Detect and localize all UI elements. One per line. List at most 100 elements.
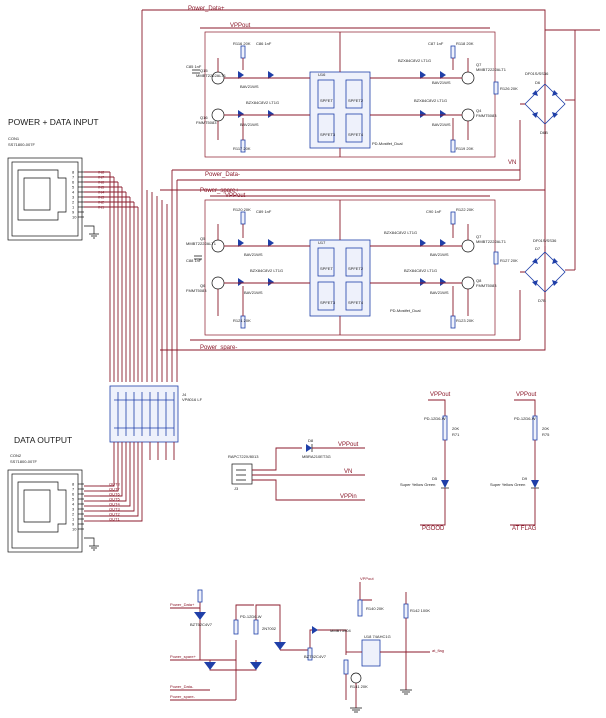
svg-text:C90 1nF: C90 1nF <box>426 209 442 214</box>
svg-text:20K: 20K <box>542 426 549 431</box>
svg-text:FMMT5083: FMMT5083 <box>476 113 497 118</box>
output-net-out3: OUT3 <box>109 507 120 512</box>
svg-text:MMBT2222ALT1: MMBT2222ALT1 <box>476 239 507 244</box>
svg-text:R120 20K: R120 20K <box>233 207 251 212</box>
svg-text:C85 1nF: C85 1nF <box>186 64 202 69</box>
net-power-spare-neg: Power_spare- <box>200 345 237 351</box>
output-net-out1: OUT1 <box>109 517 120 522</box>
svg-text:R116 20K: R116 20K <box>233 41 251 46</box>
con2-pin-8: 8 <box>72 482 75 487</box>
svg-text:Power_Data-: Power_Data- <box>170 684 194 689</box>
con2-pin-1: 1 <box>72 517 75 522</box>
con2-pin-2: 2 <box>72 512 75 517</box>
output-net-out4: OUT4 <box>109 502 120 507</box>
svg-text:MMBT2222ALT1: MMBT2222ALT1 <box>186 241 217 246</box>
net-power-data-neg: Power_Data- <box>205 172 240 178</box>
svg-text:PD-Mostfet_Dual: PD-Mostfet_Dual <box>390 308 421 313</box>
svg-text:BAV21WS: BAV21WS <box>430 252 449 257</box>
svg-text:D7B: D7B <box>538 298 546 303</box>
svg-text:MMBT3904: MMBT3904 <box>330 628 351 633</box>
svg-text:RAPC722X/8013: RAPC722X/8013 <box>228 454 259 459</box>
net-vppout-j3: VPPout <box>338 442 359 448</box>
svg-text:Q7: Q7 <box>476 62 482 67</box>
con2-pin-9: 9 <box>72 522 75 527</box>
svg-text:Q8: Q8 <box>476 278 482 283</box>
svg-text:MBRA210ET3G: MBRA210ET3G <box>302 454 331 459</box>
output-bus-wires <box>100 442 175 522</box>
detection-circuit: Power_Data+ Power_spare+ Power_Data- Pow… <box>170 576 444 713</box>
svg-text:BAV21WS: BAV21WS <box>432 122 451 127</box>
svg-text:SPFET3: SPFET3 <box>320 300 336 305</box>
con2-pin-5: 5 <box>72 497 75 502</box>
con1-pin-4: 4 <box>72 190 75 195</box>
svg-text:SS71800-007F: SS71800-007F <box>8 142 35 147</box>
svg-text:SPFET: SPFET <box>320 266 333 271</box>
svg-text:C88 1nF: C88 1nF <box>186 258 202 263</box>
input-bus-wires <box>109 10 178 382</box>
svg-text:FMMT5083: FMMT5083 <box>476 283 497 288</box>
svg-text:D8: D8 <box>308 438 314 443</box>
rectifier-block-bottom: U17 PD-Mostfet_Dual SPFET SPFET2 SPFET3 … <box>186 199 518 336</box>
svg-text:U16: U16 <box>318 72 326 77</box>
con1-pin-7: 7 <box>72 175 75 180</box>
svg-text:BAV21WS: BAV21WS <box>240 84 259 89</box>
svg-text:D6B: D6B <box>540 130 548 135</box>
svg-text:Q7: Q7 <box>476 234 482 239</box>
svg-text:PGOOD: PGOOD <box>422 526 445 532</box>
svg-text:SPFET2: SPFET2 <box>348 266 364 271</box>
output-net-out5: OUT5 <box>109 497 120 502</box>
svg-text:20K: 20K <box>452 426 459 431</box>
svg-text:VPPout: VPPout <box>430 392 451 398</box>
svg-text:PD-12D6-W: PD-12D6-W <box>514 416 536 421</box>
svg-text:2N7002: 2N7002 <box>262 626 277 631</box>
svg-text:SPFET4: SPFET4 <box>348 300 364 305</box>
net-vppin-j3: VPPin <box>340 494 357 500</box>
net-vn-top: VN <box>508 160 516 166</box>
con1-pin-2: 2 <box>72 200 75 205</box>
con2-pin-7: 7 <box>72 487 75 492</box>
svg-text:Super Yellow Green: Super Yellow Green <box>490 482 525 487</box>
svg-text:BZX84C8V2 LT1G: BZX84C8V2 LT1G <box>414 98 447 103</box>
svg-text:BZX84C8V2 LT1G: BZX84C8V2 LT1G <box>404 268 437 273</box>
svg-text:PD-12D6-W: PD-12D6-W <box>240 614 262 619</box>
input-section-title: POWER + DATA INPUT <box>8 117 99 127</box>
con2-pin-4: 4 <box>72 502 75 507</box>
svg-text:R126 20K: R126 20K <box>500 86 518 91</box>
con2-pin-6: 6 <box>72 492 75 497</box>
svg-text:R142 100K: R142 100K <box>410 608 430 613</box>
svg-text:C87 1nF: C87 1nF <box>428 41 444 46</box>
svg-text:J3: J3 <box>234 486 239 491</box>
con2-pin-10: 10 <box>72 527 77 532</box>
svg-text:D5: D5 <box>432 476 438 481</box>
con1-pin-3: 3 <box>72 195 75 200</box>
svg-text:CON2: CON2 <box>10 453 22 458</box>
led-circuit-right: VPPout PD-12D6-W 20K R75 D9 Super Yellow… <box>490 392 550 532</box>
svg-text:Q16: Q16 <box>200 115 208 120</box>
svg-text:BAV21WS: BAV21WS <box>430 290 449 295</box>
svg-text:SPFET3: SPFET3 <box>320 132 336 137</box>
svg-text:R75: R75 <box>542 432 550 437</box>
svg-text:CON1: CON1 <box>8 136 20 141</box>
output-net-out8: OUT8 <box>109 482 120 487</box>
svg-text:FMMT5083: FMMT5083 <box>196 120 217 125</box>
net-vppout-top: VPPout <box>230 23 251 29</box>
con2-pin-3: 3 <box>72 507 75 512</box>
svg-text:Q4: Q4 <box>476 108 482 113</box>
svg-text:D9: D9 <box>522 476 528 481</box>
bridge-rectifier-d6: DF01S/SS36 D6 D6B <box>520 71 566 135</box>
net-power-spare-pos: Power_spare+ <box>200 188 239 194</box>
bridge-rectifier-d7: DF01S/SS36 D7 D7B <box>520 238 566 303</box>
svg-text:FMMT5083: FMMT5083 <box>186 288 207 293</box>
svg-text:VPPout: VPPout <box>516 392 537 398</box>
svg-text:R118 20K: R118 20K <box>456 41 474 46</box>
output-connector-j3: RAPC722X/8013 J3 D8 MBRA210ET3G VPPout V… <box>228 438 365 501</box>
output-section-title: DATA OUTPUT <box>14 435 72 445</box>
con1-pin-6: 6 <box>72 180 75 185</box>
svg-text:BAV21WS: BAV21WS <box>244 290 263 295</box>
svg-text:BZX84C8V2 LT1G: BZX84C8V2 LT1G <box>250 268 283 273</box>
svg-text:Power_spare-: Power_spare- <box>170 694 196 699</box>
svg-text:BZX84C8V2 LT1G: BZX84C8V2 LT1G <box>246 100 279 105</box>
